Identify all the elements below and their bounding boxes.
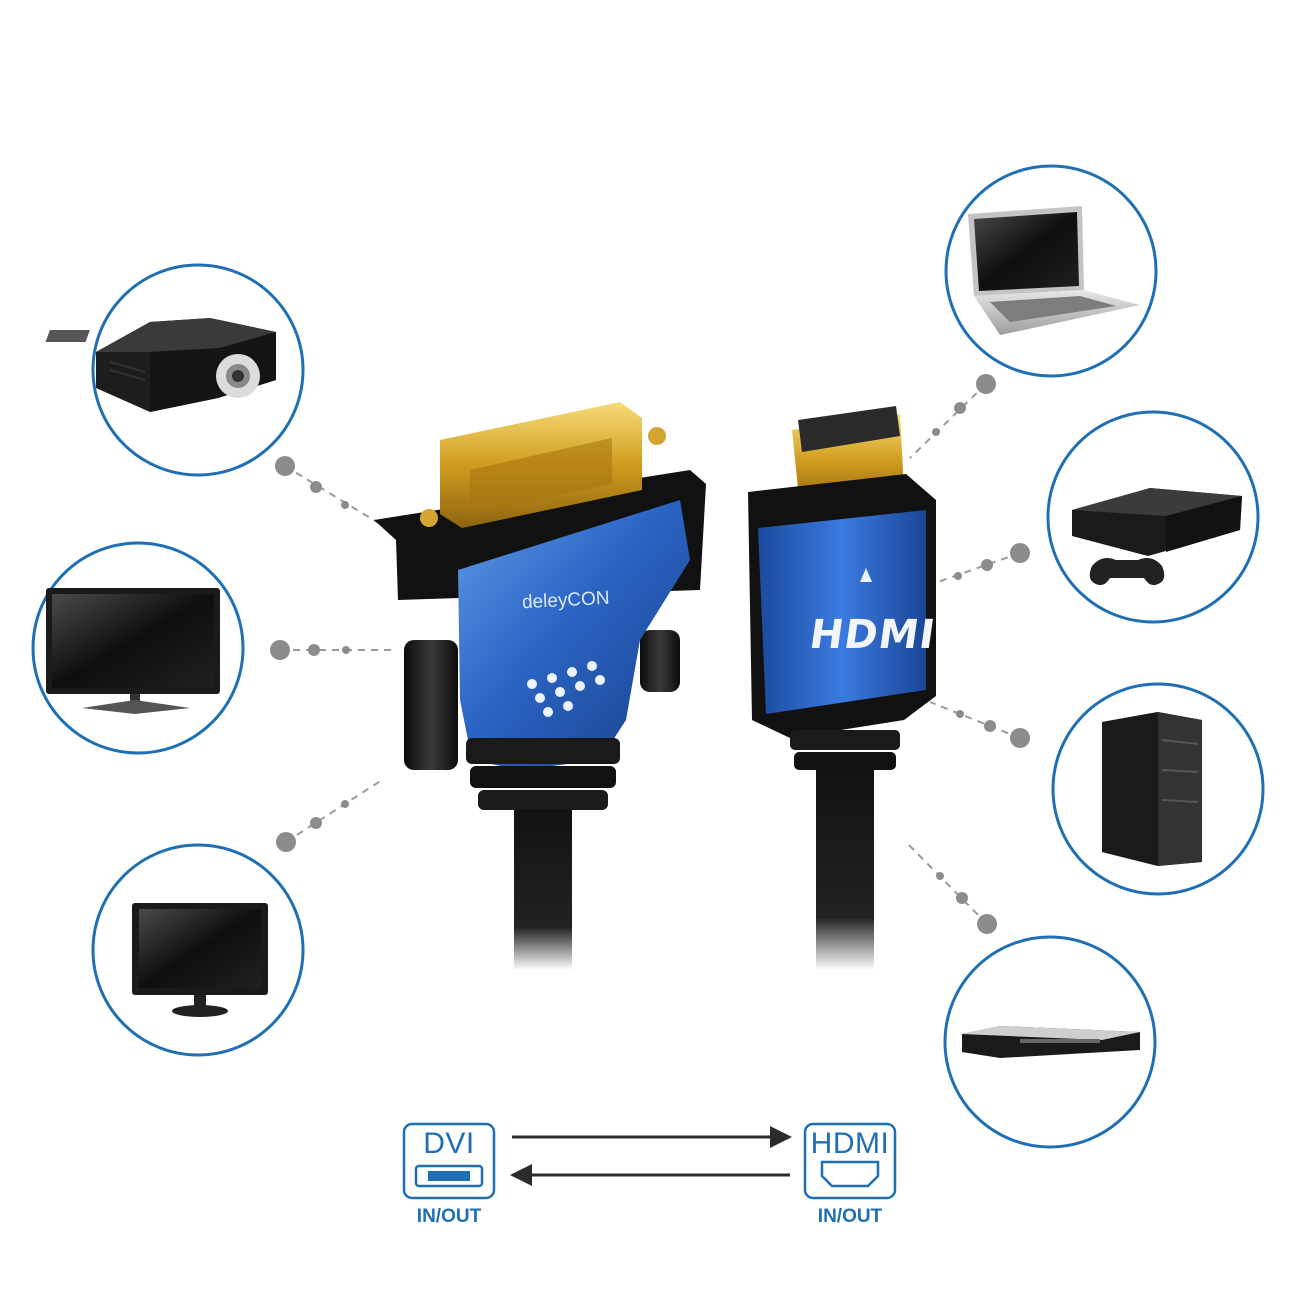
dvi-port-icon bbox=[414, 1164, 484, 1188]
laptop-icon bbox=[968, 206, 1140, 335]
legend-graphics bbox=[402, 1122, 897, 1200]
blu-ray-player-icon bbox=[962, 1026, 1140, 1058]
game-console-icon bbox=[1072, 488, 1242, 586]
connector-lines bbox=[270, 374, 1030, 934]
hdmi-cable bbox=[816, 760, 874, 970]
monitor-icon bbox=[132, 903, 268, 1017]
hdmi-logo-text: HDMI bbox=[806, 612, 939, 658]
dvi-cable bbox=[514, 800, 572, 970]
projector-icon bbox=[45, 318, 276, 412]
brand-logo-text: deleyCON bbox=[521, 587, 611, 614]
arrow-hdmi-to-dvi bbox=[510, 1164, 790, 1186]
dvi-port-badge bbox=[402, 1122, 496, 1200]
dvi-caption: IN/OUT bbox=[416, 1206, 482, 1227]
tv-icon bbox=[46, 588, 220, 714]
hdmi-connector bbox=[748, 406, 936, 770]
hdmi-title: HDMI bbox=[810, 1127, 890, 1160]
dvi-title: DVI bbox=[423, 1127, 475, 1160]
arrow-dvi-to-hdmi bbox=[512, 1126, 792, 1148]
hdmi-port-icon bbox=[820, 1160, 880, 1188]
pc-tower-icon bbox=[1102, 712, 1202, 866]
dvi-connector bbox=[374, 402, 706, 810]
hdmi-caption: IN/OUT bbox=[817, 1206, 883, 1227]
